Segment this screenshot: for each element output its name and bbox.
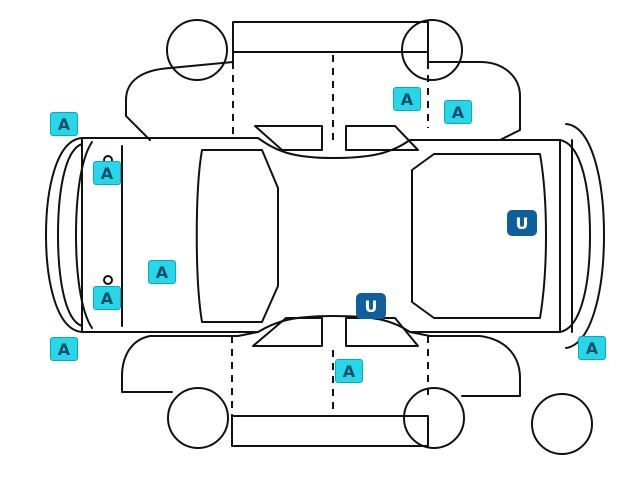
marker-u-trunk[interactable]: U bbox=[507, 210, 537, 236]
marker-a-rear-bumper[interactable]: A bbox=[578, 336, 606, 360]
left-side-rear-body bbox=[427, 51, 521, 141]
marker-a-hood-lower[interactable]: A bbox=[93, 286, 121, 310]
marker-a-front-bumper-top[interactable]: A bbox=[50, 112, 78, 136]
right-rear-window bbox=[345, 317, 419, 347]
right-front-window bbox=[252, 317, 323, 347]
marker-a-front-bumper-bottom[interactable]: A bbox=[50, 337, 78, 361]
right-roof-rail bbox=[231, 415, 429, 447]
rear-bumper-inner bbox=[559, 139, 591, 333]
front-bumper-outer bbox=[45, 137, 83, 333]
right-side-view bbox=[121, 317, 593, 455]
left-roof-rail bbox=[232, 21, 429, 53]
marker-a-left-side-rear[interactable]: A bbox=[444, 100, 472, 124]
spare-wheel bbox=[531, 393, 593, 455]
front-light-lower bbox=[103, 275, 113, 285]
rear-bumper-outer bbox=[565, 123, 605, 349]
marker-a-hood-center[interactable]: A bbox=[148, 260, 176, 284]
left-front-window bbox=[254, 125, 323, 151]
left-rear-window bbox=[345, 125, 419, 151]
front-bumper-inner bbox=[57, 143, 83, 327]
left-side-view bbox=[125, 19, 521, 151]
front-grille-arc bbox=[75, 141, 93, 329]
left-front-wheel bbox=[166, 19, 228, 81]
marker-a-hood-upper[interactable]: A bbox=[93, 161, 121, 185]
body-outline bbox=[81, 137, 561, 333]
right-side-rear-body bbox=[409, 331, 521, 397]
top-view-body bbox=[45, 123, 605, 349]
left-rear-wheel bbox=[401, 19, 463, 81]
right-front-wheel bbox=[167, 387, 229, 449]
left-side-front-body bbox=[125, 51, 234, 141]
windshield bbox=[195, 149, 279, 323]
rear-window bbox=[411, 153, 547, 319]
marker-a-right-side-door[interactable]: A bbox=[335, 359, 363, 383]
right-side-front-body bbox=[121, 331, 259, 393]
right-rear-wheel bbox=[403, 387, 465, 449]
marker-a-left-side-door[interactable]: A bbox=[393, 87, 421, 111]
marker-u-roof-right[interactable]: U bbox=[356, 293, 386, 319]
